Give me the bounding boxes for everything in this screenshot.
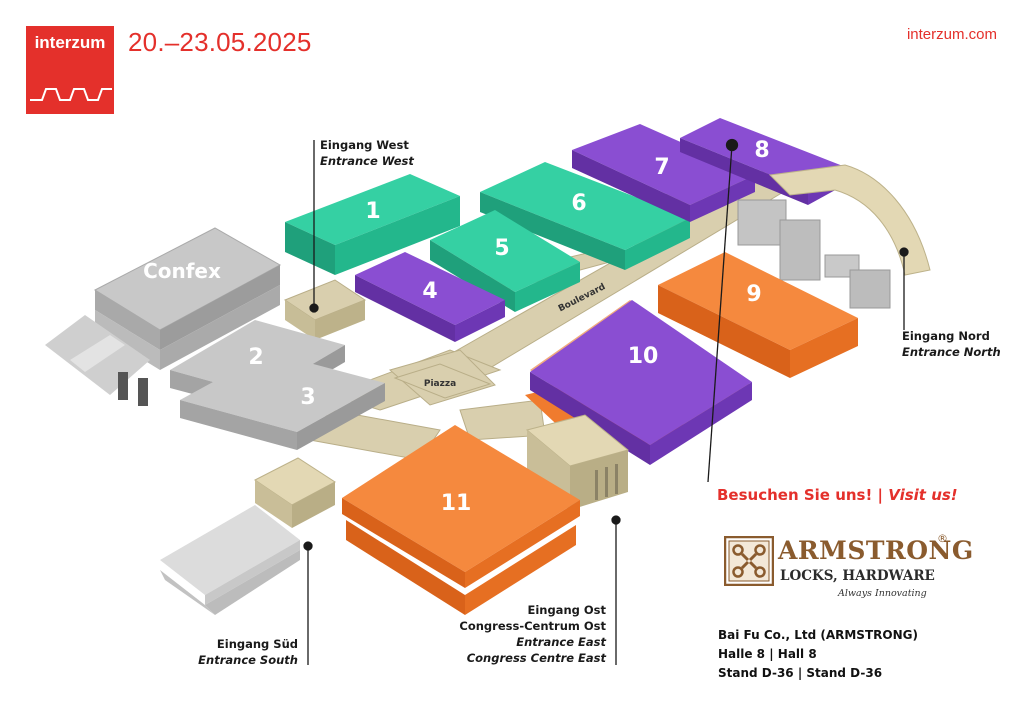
entrance-south-en: Entrance South [198, 653, 298, 667]
armstrong-name: ARMSTRONG [778, 536, 974, 565]
logo-text: interzum [34, 33, 106, 52]
hall-label-10: 10 [628, 344, 659, 369]
east-congress-building [525, 414, 630, 510]
hall-label-confex: Confex [143, 259, 221, 283]
visit-de: Besuchen Sie uns! | [717, 486, 889, 504]
visit-us-text: Besuchen Sie uns! | Visit us! [717, 486, 958, 504]
hall-label-9: 9 [746, 282, 761, 307]
entrance-west-building [283, 279, 367, 340]
armstrong-tagline: Always Innovating [838, 588, 927, 599]
hall-label-4: 4 [422, 279, 437, 304]
entrance-south-de: Eingang Süd [216, 637, 298, 651]
interzum-logo: interzum [26, 26, 114, 114]
hall-label-8: 8 [754, 138, 769, 163]
hall-label-1: 1 [365, 199, 380, 224]
entrance-east-de2: Congress-Centrum Ost [459, 619, 606, 633]
hall-6 [480, 162, 690, 270]
entrance-west-en: Entrance West [320, 154, 414, 168]
entrance-west-label: Eingang West Entrance West [320, 137, 414, 169]
armstrong-logo: ARMSTRONG ® LOCKS, HARDWARE Always Innov… [722, 530, 973, 610]
hall-4 [355, 252, 505, 342]
armstrong-subtitle: LOCKS, HARDWARE [780, 568, 935, 584]
north-entrance-building [737, 164, 931, 309]
south-entrance-building [160, 457, 336, 615]
entrance-east-label: Eingang Ost Congress-Centrum Ost Entranc… [430, 602, 606, 666]
entrance-south-label: Eingang Süd Entrance South [180, 636, 298, 668]
piazza-label: Piazza [424, 379, 456, 389]
entrance-east-de: Eingang Ost [527, 603, 606, 617]
hall-9 [658, 252, 858, 378]
hall-10 [525, 300, 752, 465]
hall-label-11: 11 [441, 491, 472, 516]
hall-5 [430, 210, 580, 312]
registered-mark-icon: ® [937, 532, 948, 545]
exhibitor-hall: Halle 8 | Hall 8 [718, 647, 817, 661]
hall-label-2: 2 [248, 345, 263, 370]
exhibitor-company: Bai Fu Co., Ltd (ARMSTRONG) [718, 628, 918, 642]
hall-label-3: 3 [300, 385, 315, 410]
exhibitor-info: Bai Fu Co., Ltd (ARMSTRONG) Halle 8 | Ha… [718, 626, 918, 683]
entrance-east-en: Entrance East [516, 635, 606, 649]
visit-en: Visit us! [888, 486, 958, 504]
exhibitor-stand: Stand D-36 | Stand D-36 [718, 666, 883, 680]
hall-label-5: 5 [494, 236, 509, 261]
website-link[interactable]: interzum.com [906, 26, 997, 43]
hall-1 [285, 174, 460, 275]
hall-label-7: 7 [654, 155, 669, 180]
event-dates: 20.–23.05.2025 [128, 27, 312, 57]
entrance-west-de: Eingang West [320, 138, 409, 152]
hall-label-6: 6 [571, 191, 586, 216]
armstrong-emblem-icon [724, 536, 774, 586]
entrance-north-de: Eingang Nord [902, 329, 990, 343]
hall-confex [45, 227, 282, 406]
hall-7 [572, 124, 755, 222]
entrance-north-label: Eingang Nord Entrance North [902, 328, 1001, 360]
leader-lines [303, 138, 909, 665]
piazza [393, 363, 492, 399]
entrance-east-en2: Congress Centre East [466, 651, 606, 665]
hall-3 [180, 352, 385, 450]
entrance-north-en: Entrance North [902, 345, 1001, 359]
hall-11 [342, 425, 580, 615]
